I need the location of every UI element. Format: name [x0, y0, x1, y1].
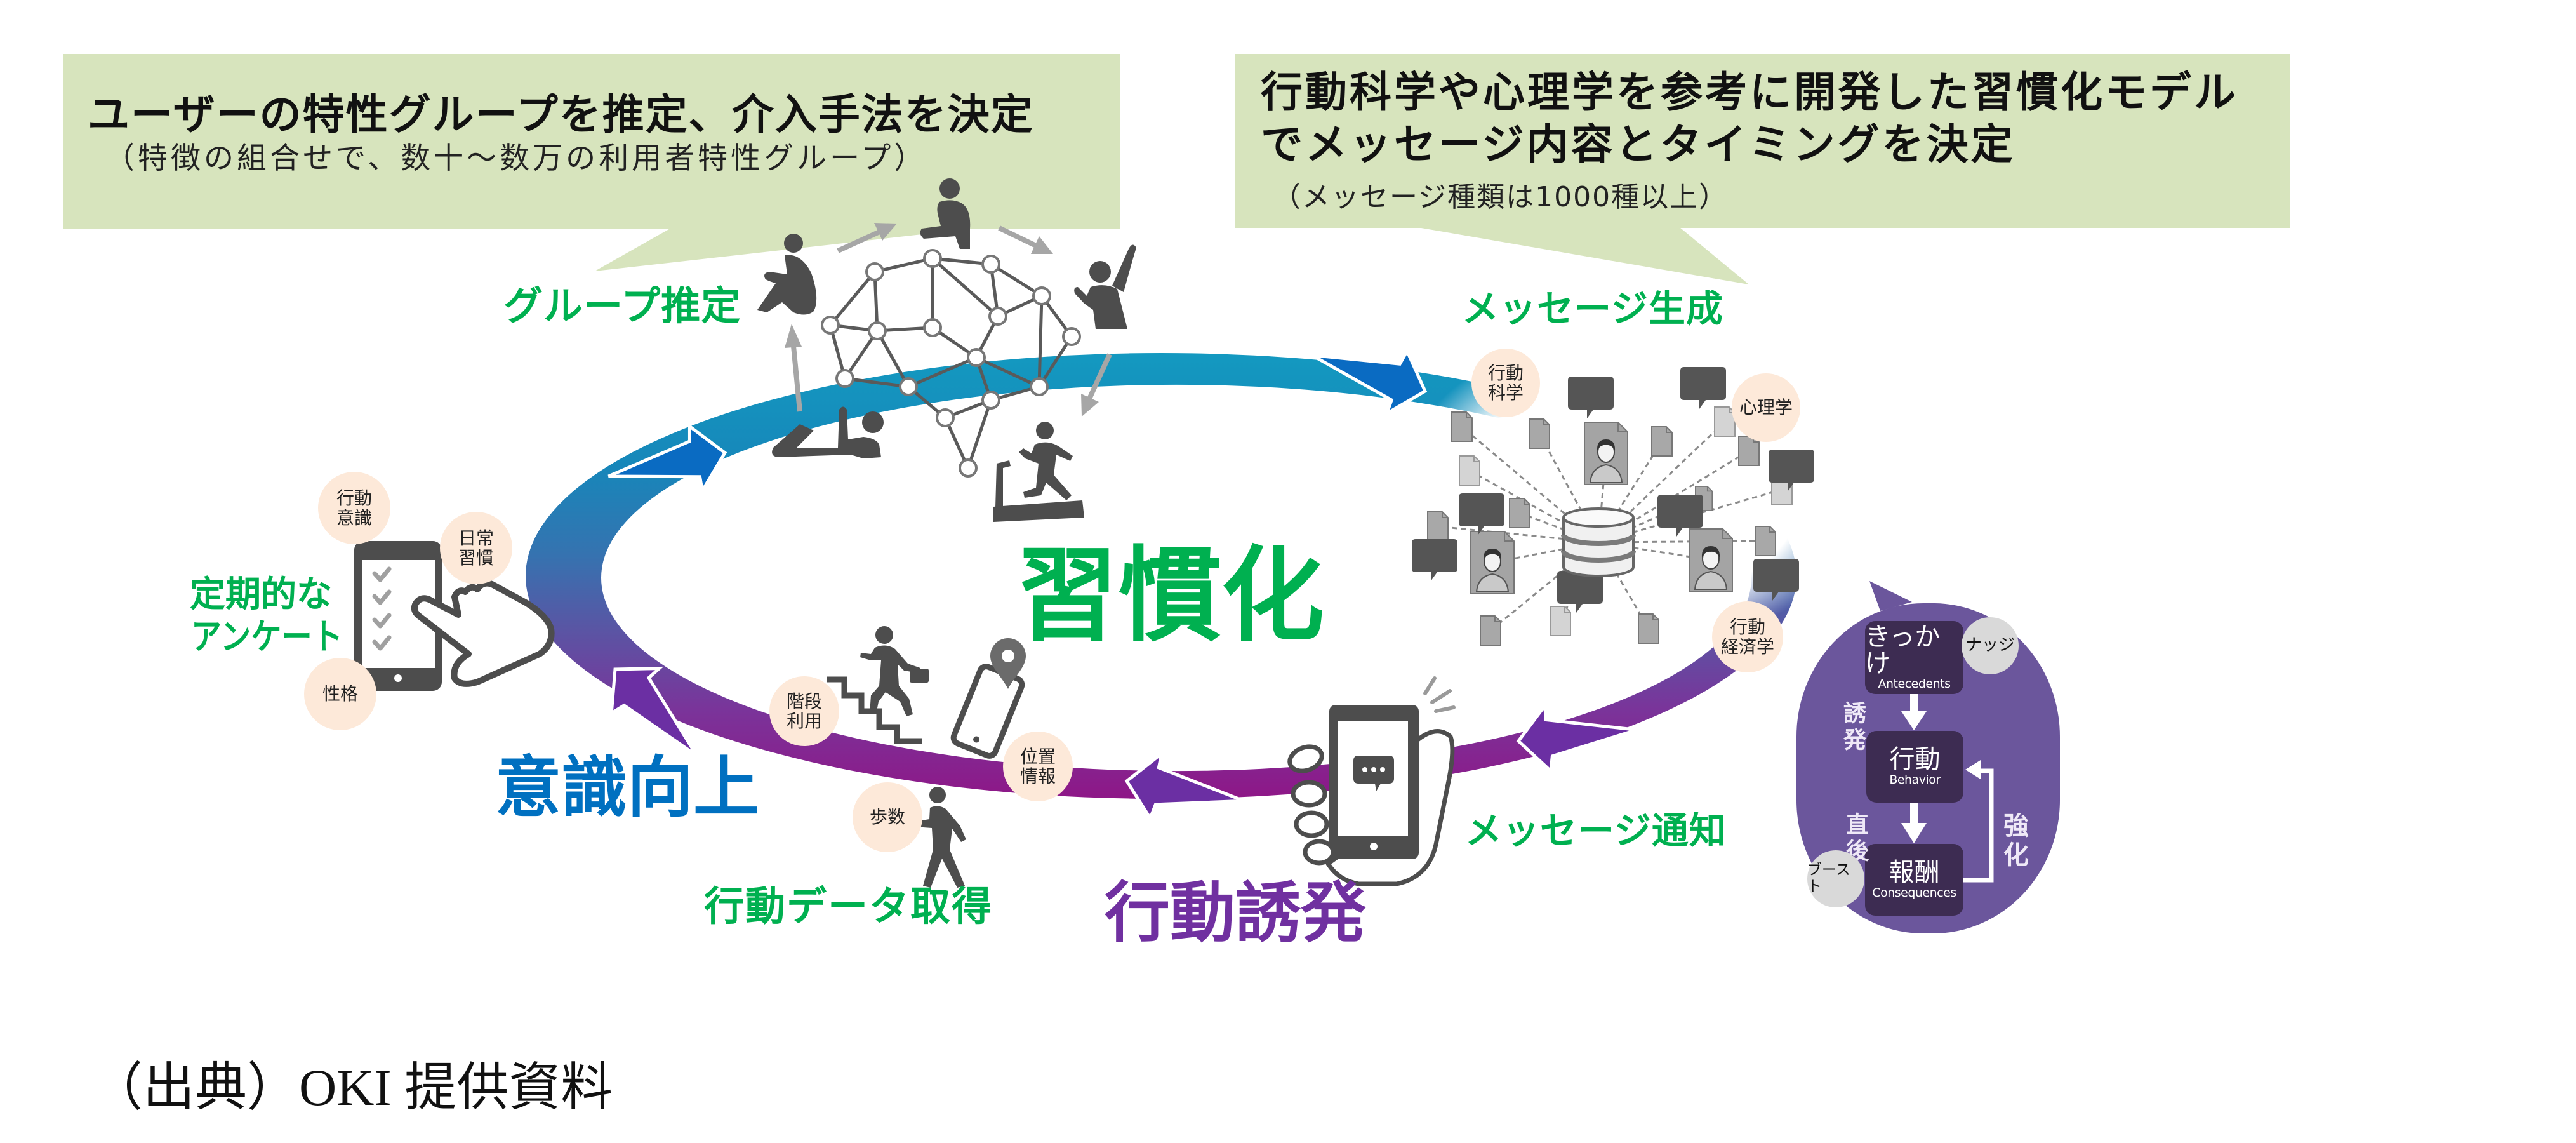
tag-line: 日常: [458, 527, 494, 549]
callout-messaging-title-line1: 行動科学や心理学を参考に開発した習慣化モデル: [1261, 68, 2238, 117]
treadmill-runner-icon: [993, 422, 1084, 522]
tag-line: 行動: [336, 487, 372, 509]
abc-step-behavior: 行動 Behavior: [1866, 731, 1963, 803]
step-group-estimation: グループ推定: [503, 283, 741, 329]
message-generation-cluster: [1412, 367, 1814, 646]
notification-phone-icon: [1287, 676, 1456, 886]
tag-line: ブースト: [1807, 862, 1850, 895]
tag-line: 歩数: [869, 806, 905, 828]
document-icon: [1529, 418, 1550, 449]
tag-line: 習慣: [458, 547, 494, 568]
tag-personality: 性格: [304, 658, 376, 730]
chat-bubble-icon: [1353, 756, 1394, 791]
callout-messaging-subtitle: （メッセージ種類は1000種以上）: [1273, 181, 1729, 213]
phase-awareness: 意識向上: [495, 749, 760, 826]
callout-messaging-shape: [1235, 54, 2290, 284]
abc-step-ja: 報酬: [1889, 858, 1940, 888]
cycle-arrow-icon: [1311, 347, 1428, 417]
abc-step-ja: 行動: [1889, 745, 1941, 775]
intervention-boost: ブースト: [1807, 850, 1864, 907]
checklist-icon: [372, 566, 392, 651]
document-icon: [1550, 606, 1571, 636]
step-message-notification: メッセージ通知: [1465, 809, 1727, 852]
document-icon: [1480, 615, 1501, 646]
tag-line: 情報: [1019, 766, 1056, 787]
phase-induction: 行動誘発: [1105, 875, 1366, 951]
cycle-arrow-icon: [609, 666, 698, 758]
document-icon: [1459, 455, 1480, 486]
hand-fingers-icon: [1287, 744, 1336, 866]
person-sitting-icon: [757, 234, 817, 315]
cluster-halo: [1400, 330, 1869, 648]
tag-behavioral-economics: 行動 経済学: [1712, 601, 1783, 672]
abc-step-ja: きっかけ: [1865, 622, 1941, 679]
pointing-hand-icon: [411, 580, 555, 687]
document-icon: [1509, 498, 1530, 528]
callout-grouping-title: ユーザーの特性グループを推定、介入手法を決定: [88, 90, 1034, 139]
step-survey-line2: アンケート: [191, 617, 343, 658]
tag-step-count: 歩数: [853, 782, 922, 852]
tag-line: 心理学: [1739, 397, 1793, 418]
profile-portrait-icon: [1470, 531, 1515, 594]
tag-line: 意識: [336, 507, 372, 528]
cycle-arrows: [607, 347, 1638, 822]
abc-step-en: Consequences: [1872, 886, 1956, 900]
abc-step-en: Antecedents: [1878, 677, 1951, 692]
location-phone-icon: [950, 638, 1026, 759]
tag-stairs-use: 階段 利用: [769, 676, 839, 746]
intervention-nudge: ナッジ: [1962, 617, 2019, 674]
cycle-center-label: 習慣化: [1016, 537, 1324, 656]
document-icon: [1451, 411, 1473, 442]
callout-grouping-subtitle: （特徴の組合せで、数十～数万の利用者特性グループ）: [105, 141, 927, 176]
tag-line: 行動: [1487, 362, 1524, 384]
tag-behavior-awareness: 行動 意識: [318, 472, 390, 544]
abc-step-antecedents: きっかけ Antecedents: [1865, 621, 1963, 694]
location-pin-icon: [990, 638, 1026, 689]
cycle-arrow-icon: [1124, 749, 1245, 822]
tag-line: 利用: [786, 711, 822, 732]
profile-portrait-icon: [1584, 422, 1628, 485]
step-behavior-data: 行動データ取得: [704, 883, 993, 930]
database-icon: [1561, 507, 1636, 577]
cycle-arrow-icon: [1516, 701, 1638, 775]
tag-line: 階段: [786, 690, 822, 712]
abc-step-consequences: 報酬 Consequences: [1865, 844, 1963, 916]
stairs-runner-icon: [827, 626, 929, 744]
cycle-arrow-icon: [607, 423, 727, 495]
vibration-lines-icon: [1423, 676, 1456, 713]
document-icon: [1651, 426, 1673, 457]
abc-flow-arrows: [1901, 694, 1927, 843]
tag-daily-habits: 日常 習慣: [440, 512, 512, 584]
network-graph-icon: [821, 249, 1081, 478]
walking-person-icon: [914, 787, 966, 888]
callout-messaging-title-line2: でメッセージ内容とタイミングを決定: [1261, 120, 2015, 169]
step-survey-line1: 定期的な: [190, 574, 332, 615]
source-note: （出典）OKI 提供資料: [91, 1059, 613, 1116]
step-message-generation: メッセージ生成: [1462, 287, 1723, 330]
tag-line: ナッジ: [1965, 636, 2015, 655]
tag-line: 行動: [1729, 616, 1765, 638]
tag-line: 性格: [322, 683, 358, 705]
person-lying-icon: [772, 406, 884, 458]
tag-psychology: 心理学: [1732, 373, 1800, 442]
document-icon: [1755, 526, 1776, 556]
document-icon: [1427, 511, 1449, 542]
abc-link-reinforce: 強化: [1999, 812, 2028, 871]
tag-behavioral-science: 行動 科学: [1471, 349, 1540, 417]
group-rotation-arrows: [785, 223, 1112, 417]
person-raising-hand-icon: [1074, 244, 1136, 329]
person-thinking-icon: [920, 178, 971, 249]
abc-link-induce: 誘発: [1840, 701, 1866, 754]
tag-line: 科学: [1487, 382, 1524, 403]
document-icon: [1638, 613, 1659, 644]
abc-step-en: Behavior: [1889, 773, 1941, 787]
tag-line: 経済学: [1720, 636, 1774, 657]
tag-location-info: 位置 情報: [1003, 732, 1073, 801]
tag-line: 位置: [1019, 745, 1056, 767]
profile-portrait-icon: [1689, 528, 1733, 592]
reinforcement-bracket: [1963, 768, 1994, 883]
